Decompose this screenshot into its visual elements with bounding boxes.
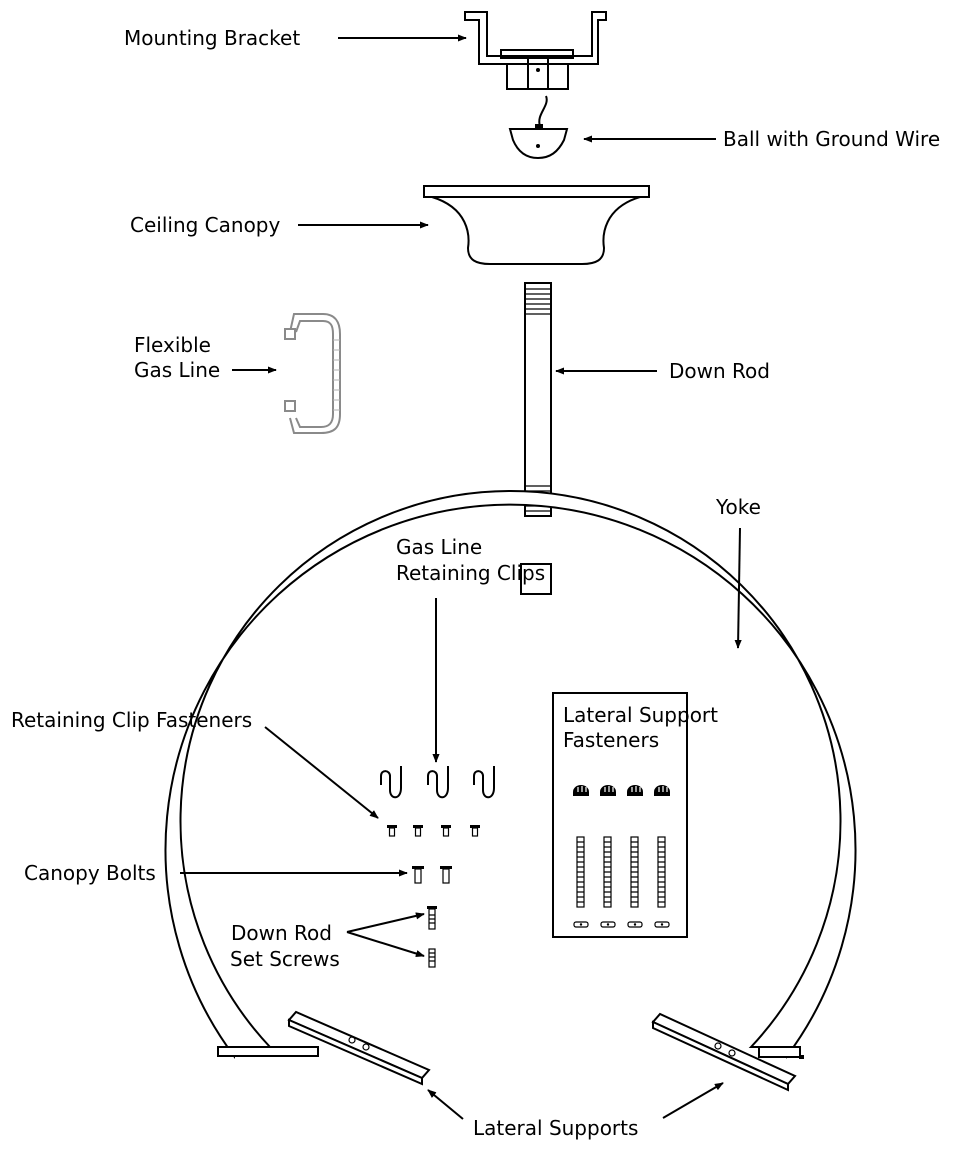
- fastener-threaded-rods: [576, 836, 666, 908]
- mounting-bracket: [464, 11, 607, 90]
- ball-with-ground-wire: [508, 95, 569, 160]
- label-retaining-clip-fasteners: Retaining Clip Fasteners: [11, 708, 252, 732]
- label-canopy-bolts: Canopy Bolts: [24, 861, 156, 885]
- lateral-support-left: [287, 1010, 431, 1086]
- label-mounting-bracket: Mounting Bracket: [124, 26, 300, 50]
- leader-arrows: [180, 34, 742, 1120]
- yoke: [164, 490, 857, 1060]
- lateral-support-right: [651, 1012, 797, 1092]
- lateral-support-fasteners: [552, 692, 688, 938]
- label-down-rod-set-screws-line2: Set Screws: [230, 947, 340, 971]
- label-ball-with-ground-wire: Ball with Ground Wire: [723, 127, 940, 151]
- label-yoke: Yoke: [715, 495, 761, 519]
- ceiling-canopy: [423, 185, 650, 265]
- label-ceiling-canopy: Ceiling Canopy: [130, 213, 280, 237]
- gas-line-retaining-clips: [380, 766, 495, 799]
- label-flexible-gas-line-line1: Flexible: [134, 333, 211, 357]
- label-lateral-support-fasteners-line2: Fasteners: [563, 728, 659, 752]
- label-down-rod: Down Rod: [669, 359, 770, 383]
- label-gas-line-clips-line1: Gas Line: [396, 535, 482, 559]
- label-lateral-supports: Lateral Supports: [473, 1116, 638, 1140]
- label-flexible-gas-line-line2: Gas Line: [134, 358, 220, 382]
- canopy-bolts: [412, 866, 452, 884]
- down-rod-set-screws: [427, 906, 437, 968]
- fastener-washers: [573, 921, 670, 928]
- label-lateral-support-fasteners-line1: Lateral Support: [563, 703, 718, 727]
- flexible-gas-line: [284, 313, 341, 434]
- label-down-rod-set-screws-line1: Down Rod: [231, 921, 332, 945]
- label-gas-line-clips-line2: Retaining Clips: [396, 561, 545, 585]
- retaining-clip-fasteners: [387, 825, 480, 837]
- fastener-nuts: [573, 785, 670, 796]
- down-rod: [524, 282, 552, 517]
